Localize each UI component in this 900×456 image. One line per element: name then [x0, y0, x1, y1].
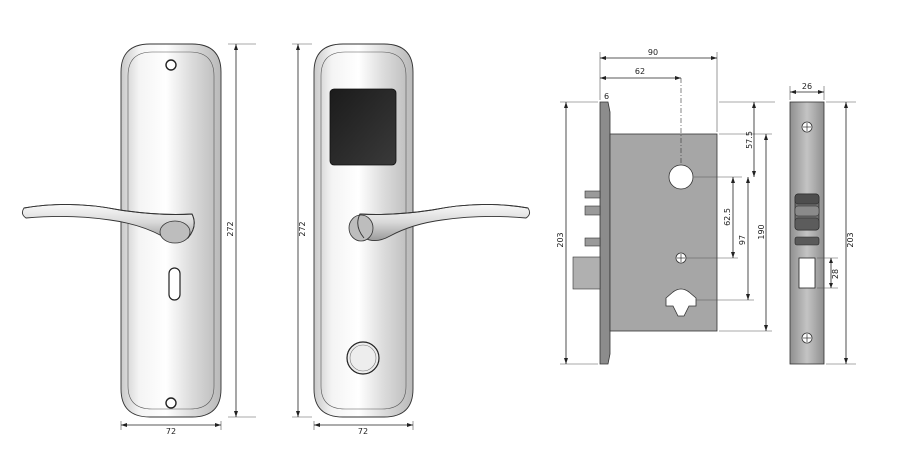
- handle-rose: [348, 214, 374, 242]
- height-label: 272: [298, 221, 307, 236]
- overall-width-label: 90: [648, 48, 658, 57]
- mortise-lock-body: 90 62 6 203 57.5 62.5 97 190: [556, 48, 775, 365]
- card-reader-window: [329, 88, 397, 166]
- key-slot-icon: [168, 267, 181, 301]
- faceplate-thickness-label: 6: [604, 92, 609, 101]
- bottom-screw-icon: [165, 397, 177, 409]
- body-height-label: 190: [757, 224, 766, 239]
- aux-latch-face: [794, 236, 820, 246]
- top-to-spindle-label: 57.5: [745, 131, 754, 149]
- mortise-faceplate: [599, 101, 611, 365]
- width-label: 72: [358, 427, 368, 436]
- slot-height-label: 28: [831, 269, 840, 279]
- mortise-case: [609, 133, 718, 332]
- cylinder-cover-icon: [346, 341, 380, 375]
- width-label: 72: [166, 427, 176, 436]
- overall-height-label: 203: [556, 232, 565, 247]
- top-screw-icon: [165, 59, 177, 71]
- latch-bolt: [584, 205, 601, 216]
- spindle-offset-label: 62: [635, 67, 645, 76]
- latch-bolt: [584, 190, 601, 199]
- latch-bolt: [584, 237, 601, 247]
- cylinder-hole-icon: [665, 288, 697, 317]
- spindle-hole-icon: [668, 164, 694, 190]
- front-plate-card-reader: 272 72: [292, 43, 531, 436]
- deadbolt-slot: [798, 257, 816, 289]
- plate-inner-bevel: [320, 51, 407, 410]
- spindle-to-screw-label: 62.5: [723, 208, 732, 226]
- deadbolt: [572, 256, 601, 290]
- height-label: 203: [846, 232, 855, 247]
- faceplate: [789, 101, 825, 365]
- handle-rose: [159, 220, 191, 244]
- height-label: 272: [226, 221, 235, 236]
- plate-inner-bevel: [127, 51, 215, 410]
- faceplate-front-view: 26 203 28: [789, 82, 856, 365]
- width-label: 26: [802, 82, 812, 91]
- front-plate-left: 272 72: [21, 43, 256, 436]
- spindle-to-cylinder-label: 97: [738, 235, 747, 245]
